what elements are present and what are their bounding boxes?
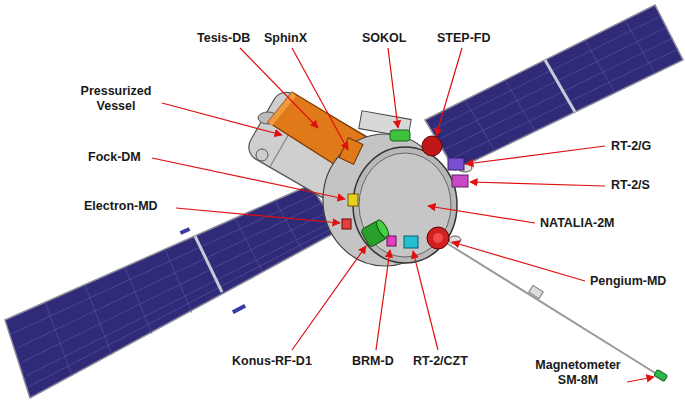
part-label: Pengium-MD	[590, 274, 666, 289]
part-label: Electron-MD	[84, 199, 158, 214]
part-label: RT-2/G	[611, 139, 651, 154]
part-label: Magnetometer SM-8M	[530, 358, 626, 388]
part-label: Fock-DM	[88, 150, 141, 165]
part-label: SphinX	[264, 31, 307, 46]
part-label: Konus-RF-D1	[232, 354, 312, 369]
part-label: RT-2/S	[611, 178, 650, 193]
part-label: Tesis-DB	[197, 31, 250, 46]
part-label: NATALIA-2M	[540, 216, 615, 231]
part-label: STEP-FD	[437, 31, 490, 46]
part-label: RT-2/CZT	[413, 354, 468, 369]
part-label: SOKOL	[362, 31, 406, 46]
part-label: Pressurized Vessel	[70, 84, 162, 114]
part-label: BRM-D	[352, 354, 394, 369]
